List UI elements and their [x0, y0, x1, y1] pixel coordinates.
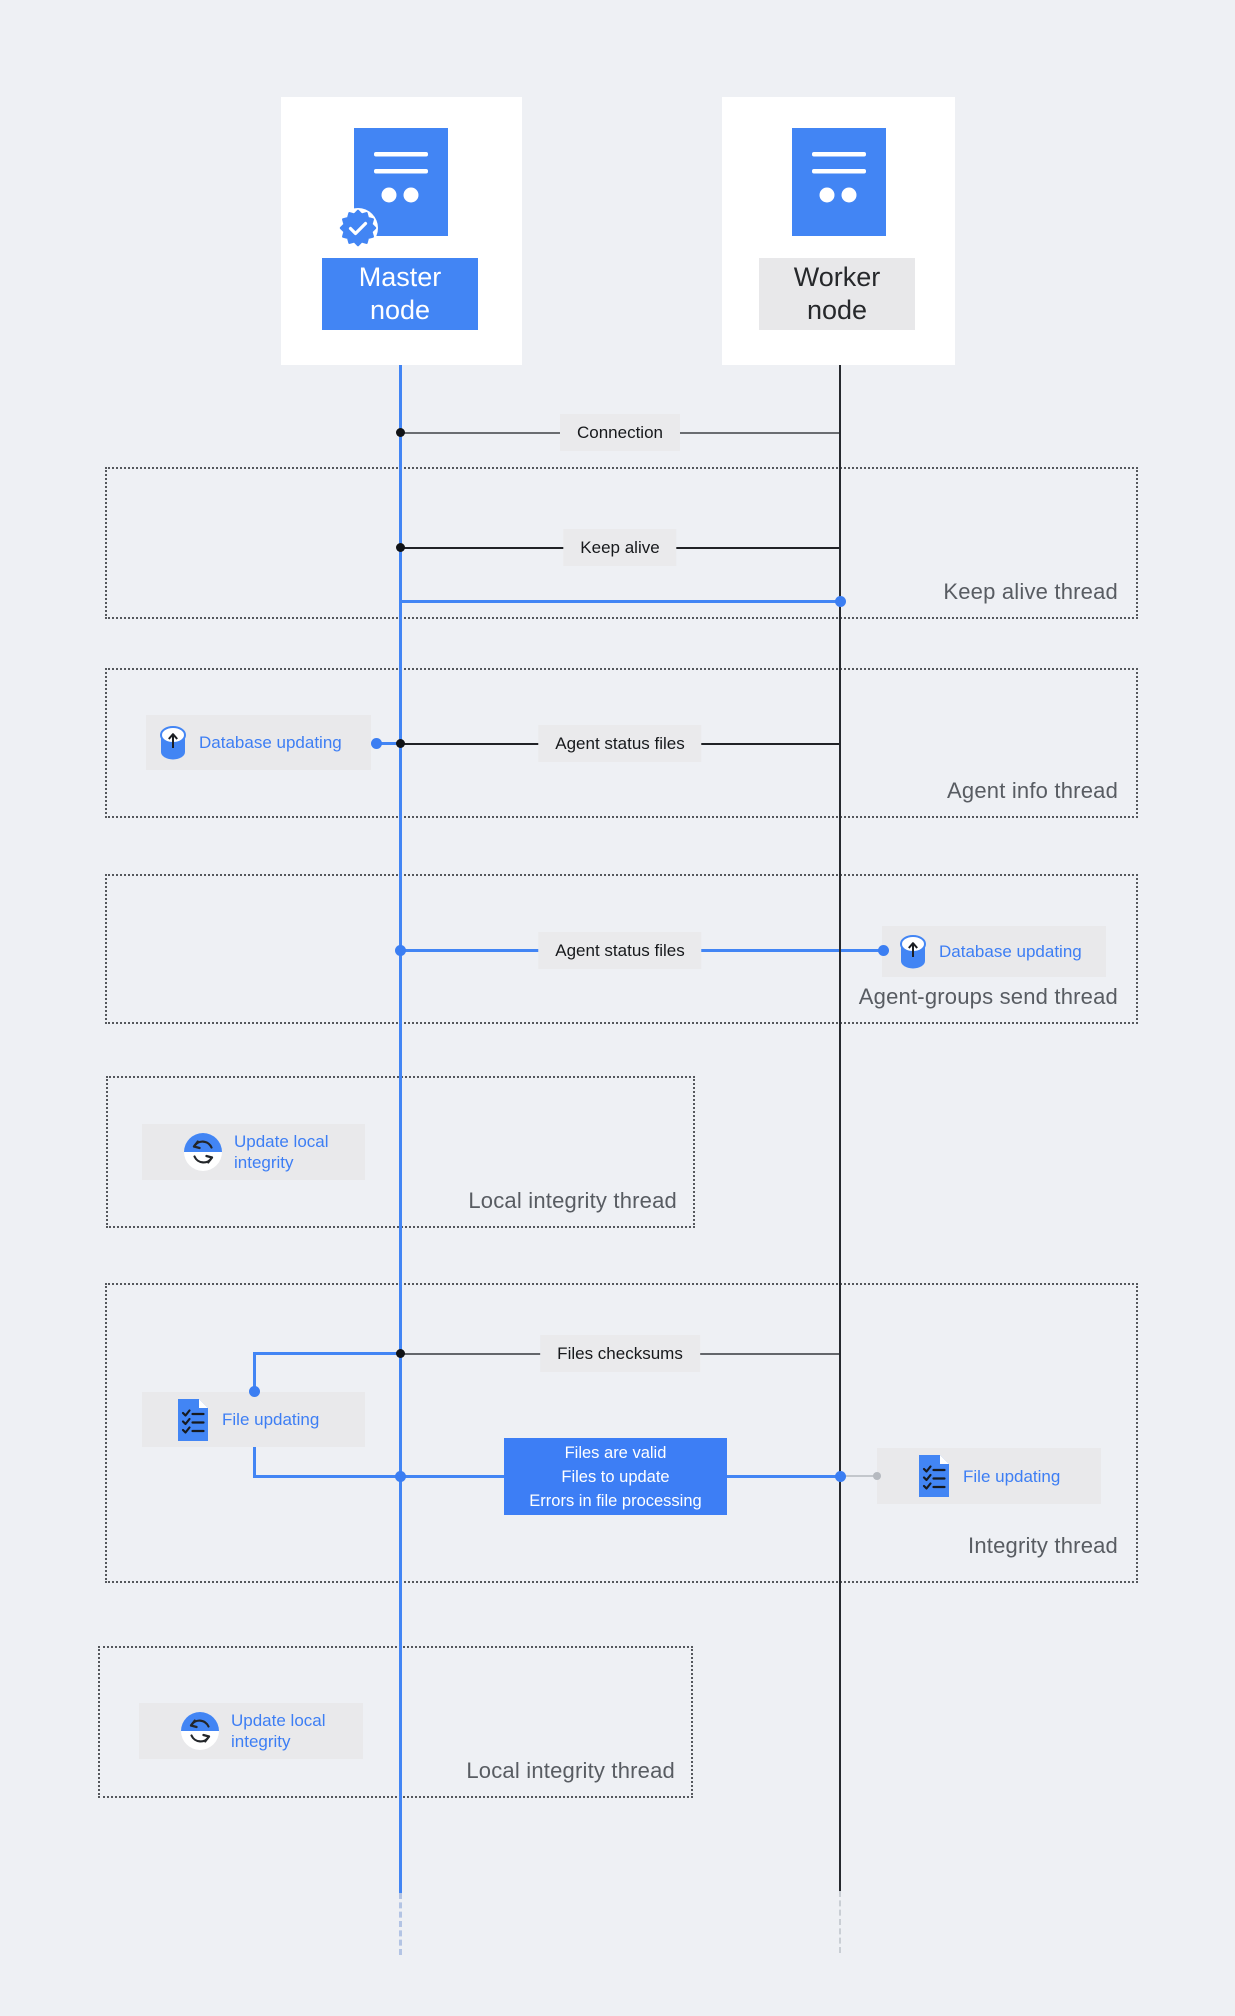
master-lifeline-dashed-tail — [399, 1893, 402, 1955]
file-updating-elbow-dot — [249, 1386, 260, 1397]
master-lifeline — [399, 365, 402, 1893]
database-updating-label-master: Database updating — [146, 715, 371, 770]
file-updating-elbow-bottom-v — [253, 1447, 256, 1478]
integrity-results-start-dot — [395, 1471, 406, 1482]
agent-groups-send-thread-box: Agent-groups send thread — [105, 874, 1138, 1024]
master-node-title: Master node — [322, 258, 478, 330]
update-local-integrity-text: Update local integrity — [231, 1710, 326, 1752]
master-node-title-line2: node — [369, 295, 431, 325]
update-local-integrity-line2: integrity — [231, 1732, 291, 1751]
thread-label: Agent-groups send thread — [858, 984, 1118, 1009]
agent-status-files-dot — [396, 739, 405, 748]
worker-node-card: Worker node — [722, 97, 955, 365]
verified-badge-icon — [338, 208, 378, 248]
update-local-integrity-label-top: Update local integrity — [142, 1124, 365, 1180]
update-local-integrity-line1: Update local — [234, 1132, 329, 1151]
file-updating-text: File updating — [963, 1466, 1061, 1486]
database-updating-text: Database updating — [199, 733, 342, 752]
file-updating-label-worker: File updating — [877, 1448, 1101, 1504]
sync-icon — [181, 1712, 219, 1750]
master-node-card: Master node — [281, 97, 522, 365]
update-local-integrity-line2: integrity — [234, 1153, 294, 1172]
integrity-results-line3: Errors in file processing — [529, 1491, 702, 1510]
file-updating-elbow-top-h — [253, 1352, 401, 1355]
agent-status-files-send-start-dot — [395, 945, 406, 956]
worker-node-title-line2: node — [806, 295, 868, 325]
keep-alive-thread-box: Keep alive thread — [105, 467, 1138, 619]
file-updating-elbow-bottom-h — [253, 1475, 401, 1478]
keep-alive-start-dot — [396, 543, 405, 552]
worker-node-title: Worker node — [759, 258, 915, 330]
local-integrity-thread-box-bottom: Local integrity thread — [98, 1646, 693, 1798]
connection-start-dot — [396, 428, 405, 437]
integrity-results-box: Files are valid Files to update Errors i… — [504, 1438, 727, 1515]
file-updating-text: File updating — [222, 1410, 320, 1429]
agent-status-files-send-message-label: Agent status files — [538, 932, 702, 969]
thread-label: Local integrity thread — [468, 1188, 677, 1213]
database-icon — [900, 934, 926, 968]
agent-status-files-send-end-dot — [878, 945, 889, 956]
sync-icon — [184, 1133, 222, 1171]
worker-node-title-line1: Worker — [793, 262, 881, 292]
agent-info-thread-box: Agent info thread — [105, 668, 1138, 818]
database-updating-connector — [374, 742, 401, 745]
document-icon — [792, 128, 886, 236]
update-local-integrity-label-bottom: Update local integrity — [139, 1703, 363, 1759]
keep-alive-return-line — [401, 600, 840, 603]
file-checklist-icon — [919, 1455, 949, 1497]
update-local-integrity-text: Update local integrity — [234, 1131, 329, 1173]
files-checksums-message-label: Files checksums — [540, 1335, 700, 1372]
thread-label: Integrity thread — [968, 1533, 1118, 1558]
connection-message-label: Connection — [559, 414, 681, 451]
integrity-thread-box: Integrity thread — [105, 1283, 1138, 1583]
keep-alive-message-label: Keep alive — [563, 529, 677, 566]
keep-alive-return-dot — [835, 596, 846, 607]
file-updating-worker-dot — [873, 1472, 881, 1480]
files-checksums-dot — [396, 1349, 405, 1358]
file-checklist-icon — [178, 1398, 208, 1441]
thread-label: Agent info thread — [947, 778, 1118, 803]
thread-label: Local integrity thread — [466, 1758, 675, 1783]
update-local-integrity-line1: Update local — [231, 1711, 326, 1730]
integrity-results-line2: Files to update — [561, 1467, 670, 1486]
file-updating-worker-connector — [841, 1475, 877, 1477]
file-updating-label-master: File updating — [142, 1392, 365, 1447]
thread-label: Keep alive thread — [943, 579, 1118, 604]
database-icon — [160, 725, 186, 759]
database-updating-text: Database updating — [939, 942, 1082, 961]
master-node-title-line1: Master — [358, 262, 442, 292]
worker-lifeline-dashed-tail — [839, 1891, 841, 1953]
agent-status-files-message-label: Agent status files — [538, 725, 702, 762]
database-updating-dot — [371, 738, 382, 749]
database-updating-label-worker: Database updating — [882, 926, 1106, 977]
integrity-results-line1: Files are valid — [564, 1443, 667, 1462]
file-updating-elbow-top-v — [253, 1352, 256, 1392]
integrity-results-end-dot — [835, 1471, 846, 1482]
worker-lifeline — [839, 365, 841, 1891]
